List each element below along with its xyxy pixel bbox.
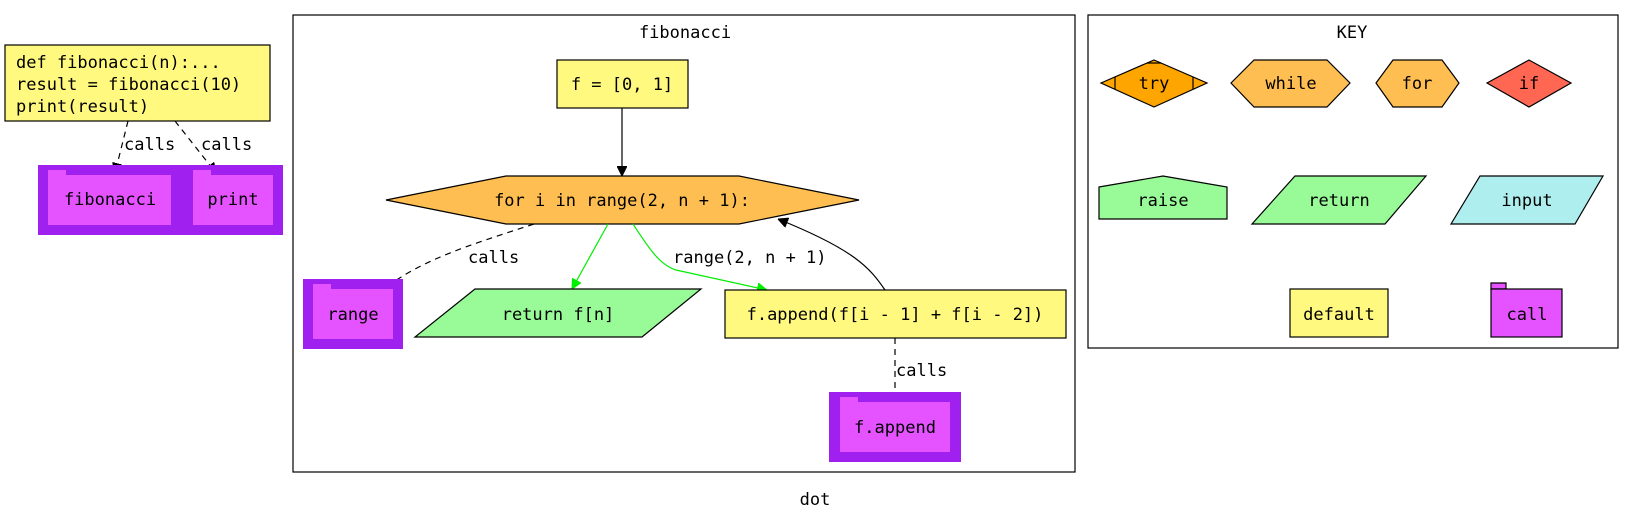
folder-icon bbox=[1490, 282, 1507, 290]
try-shape-marks bbox=[1114, 62, 1194, 89]
key-label-if: if bbox=[1519, 74, 1539, 94]
call-node-fibonacci: fibonacci bbox=[38, 165, 181, 235]
return-parallelogram bbox=[413, 288, 703, 338]
key-call: call bbox=[1490, 282, 1563, 338]
for-loop-hexagon bbox=[385, 175, 860, 225]
edge-loop-to-append bbox=[632, 223, 767, 290]
for-shape bbox=[1375, 59, 1460, 108]
key-label-raise: raise bbox=[1137, 191, 1188, 211]
folder-icon bbox=[193, 170, 211, 175]
call-label-print: print bbox=[207, 190, 258, 210]
module-code-line-3: print(result) bbox=[16, 97, 149, 117]
default-shape bbox=[1289, 288, 1389, 338]
call-label-f-append: f.append bbox=[854, 418, 936, 438]
input-shape bbox=[1449, 175, 1605, 225]
module-code-line-2: result = fibonacci(10) bbox=[16, 75, 241, 95]
key-label-for: for bbox=[1402, 74, 1433, 94]
key-if: if bbox=[1485, 59, 1573, 108]
edge-calls-fibonacci bbox=[115, 120, 129, 173]
edge-loop-to-return bbox=[572, 223, 609, 289]
init-label: f = [0, 1] bbox=[571, 75, 673, 95]
key-input: input bbox=[1449, 175, 1605, 225]
key-return: return bbox=[1250, 175, 1428, 225]
edge-label-calls-append: calls bbox=[896, 361, 947, 381]
for-loop-label: for i in range(2, n + 1): bbox=[494, 191, 750, 211]
key-label-return: return bbox=[1308, 191, 1369, 211]
key-label-while: while bbox=[1265, 74, 1316, 94]
edge-label-calls-range: calls bbox=[468, 248, 519, 268]
edge-label-loop-range: range(2, n + 1) bbox=[673, 248, 827, 268]
call-node-print: print bbox=[181, 165, 283, 235]
call-label-fibonacci: fibonacci bbox=[64, 190, 156, 210]
call-node-range: range bbox=[303, 279, 403, 349]
key-label-input: input bbox=[1501, 191, 1552, 211]
append-box bbox=[724, 289, 1067, 339]
key-cluster bbox=[1087, 14, 1619, 349]
edge-label-calls-fibonacci: calls bbox=[124, 135, 175, 155]
return-label: return f[n] bbox=[502, 305, 615, 325]
key-for: for bbox=[1375, 59, 1460, 108]
call-inner bbox=[193, 175, 273, 225]
call-label-range: range bbox=[327, 305, 378, 325]
key-label-call: call bbox=[1507, 305, 1548, 325]
key-title: KEY bbox=[1337, 23, 1368, 43]
append-label: f.append(f[i - 1] + f[i - 2]) bbox=[747, 305, 1044, 325]
try-shape bbox=[1099, 59, 1209, 108]
edge-calls-print bbox=[174, 120, 216, 173]
module-code-box bbox=[4, 44, 271, 122]
folder-icon bbox=[48, 170, 66, 175]
edge-label-calls-print: calls bbox=[201, 135, 252, 155]
key-try: try bbox=[1099, 59, 1209, 108]
call-inner bbox=[313, 289, 393, 339]
append-node: f.append(f[i - 1] + f[i - 2]) bbox=[724, 289, 1067, 339]
if-shape bbox=[1485, 59, 1573, 108]
call-inner bbox=[840, 402, 950, 452]
module-code-line-1: def fibonacci(n):... bbox=[16, 53, 221, 73]
key-label-default: default bbox=[1303, 305, 1375, 325]
key-default: default bbox=[1289, 288, 1389, 338]
init-box bbox=[556, 59, 689, 109]
while-shape bbox=[1230, 59, 1351, 108]
for-loop-node: for i in range(2, n + 1): bbox=[385, 175, 860, 225]
return-node: return f[n] bbox=[413, 288, 703, 338]
key-raise: raise bbox=[1098, 175, 1228, 220]
folder-icon bbox=[840, 397, 858, 402]
raise-shape bbox=[1098, 175, 1228, 220]
edge-append-back-to-loop bbox=[778, 219, 886, 291]
call-shape bbox=[1490, 288, 1563, 338]
folder-icon bbox=[313, 284, 331, 289]
module-code-node: def fibonacci(n):... result = fibonacci(… bbox=[4, 44, 271, 122]
cluster-title: fibonacci bbox=[639, 23, 731, 43]
call-node-f-append: f.append bbox=[829, 392, 961, 462]
key-while: while bbox=[1230, 59, 1351, 108]
return-shape bbox=[1250, 175, 1428, 225]
init-node: f = [0, 1] bbox=[556, 59, 689, 109]
cluster-fibonacci bbox=[292, 14, 1076, 473]
call-inner bbox=[48, 175, 171, 225]
key-label-try: try bbox=[1139, 74, 1170, 94]
edge-loop-calls-range bbox=[383, 223, 535, 290]
graph-label: dot bbox=[800, 490, 831, 510]
